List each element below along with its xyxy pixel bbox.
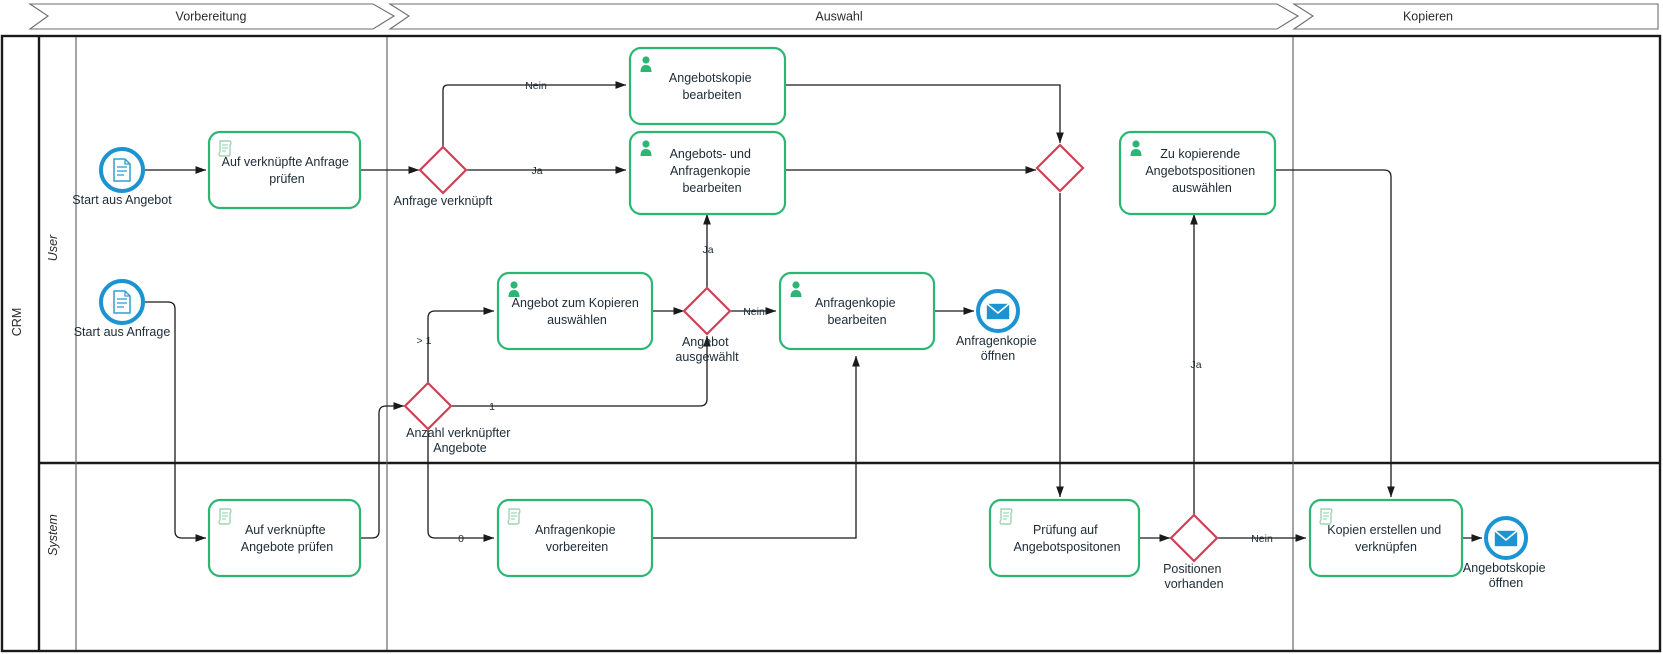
node-task-angebot-zum-kopieren-auswaehlen[interactable]: Angebot zum Kopieren auswählen bbox=[496, 271, 654, 351]
node-gateway-angebot-ausgewaehlt[interactable]: Angebot ausgewählt bbox=[675, 286, 739, 364]
task-label-kopien-erstellen-und-verknuepfen: Kopien erstellen und verknüpfen bbox=[1327, 523, 1444, 554]
node-end-event-angebotskopie-oeffnen[interactable]: Angebotskopie öffnen bbox=[1463, 516, 1549, 590]
node-task-auf-verknuepfte-anfrage-pruefen[interactable]: Auf verknüpfte Anfrage prüfen bbox=[207, 130, 362, 210]
node-task-kopien-erstellen-und-verknuepfen[interactable]: Kopien erstellen und verknüpfen bbox=[1308, 498, 1464, 578]
lane-label-system: System bbox=[46, 514, 60, 556]
node-start-aus-anfrage[interactable]: Start aus Anfrage bbox=[74, 279, 171, 339]
pool-crm: CRM User System bbox=[0, 34, 1662, 653]
phase-header-band: Vorbereitung Auswahl Kopieren bbox=[28, 3, 1659, 30]
node-gateway-merge[interactable] bbox=[1035, 143, 1085, 193]
user-icon bbox=[640, 56, 652, 72]
script-icon bbox=[999, 508, 1013, 525]
task-label-angebots-und-anfragenkopie-bearbeiten: Angebots- und Anfragenkopie bearbeiten bbox=[670, 147, 755, 195]
phase-label-kopieren: Kopieren bbox=[1403, 9, 1453, 23]
node-gateway-anzahl-verknuepfter-angebote[interactable]: Anzahl verknüpfter Angebote bbox=[403, 381, 514, 455]
document-icon bbox=[113, 290, 131, 314]
user-icon bbox=[790, 281, 802, 297]
phase-chevron-auswahl bbox=[388, 3, 1300, 30]
user-icon bbox=[508, 281, 520, 297]
node-task-anfragenkopie-vorbereiten[interactable]: Anfragenkopie vorbereiten bbox=[496, 498, 654, 578]
sequence-flows bbox=[145, 81, 1483, 542]
node-label-anfragenkopie-oeffnen: Anfragenkopie öffnen bbox=[956, 334, 1040, 363]
script-icon bbox=[1319, 508, 1333, 525]
task-label-auf-verknuepfte-angebote-pruefen: Auf verknüpfte Angebote prüfen bbox=[241, 523, 333, 554]
envelope-icon bbox=[985, 302, 1011, 321]
script-icon bbox=[507, 508, 521, 525]
flow-label-zero: 0 bbox=[458, 533, 464, 545]
flow-pruef-angebote-to-gw-anzahl bbox=[360, 402, 405, 539]
script-icon bbox=[218, 508, 232, 525]
node-task-pruefung-auf-angebotspositonen[interactable]: Prüfung auf Angebotspositonen bbox=[988, 498, 1141, 578]
node-label-start-aus-angebot: Start aus Angebot bbox=[72, 193, 172, 207]
task-label-angebot-zum-kopieren-auswaehlen: Angebot zum Kopieren auswählen bbox=[512, 296, 643, 327]
node-task-auf-verknuepfte-angebote-pruefen[interactable]: Auf verknüpfte Angebote prüfen bbox=[207, 498, 362, 578]
node-label-start-aus-anfrage: Start aus Anfrage bbox=[74, 325, 171, 339]
flow-gw-anzahl-one bbox=[452, 335, 711, 407]
node-task-angebotskopie-bearbeiten[interactable]: Angebotskopie bearbeiten bbox=[628, 46, 787, 126]
node-end-event-anfragenkopie-oeffnen[interactable]: Anfragenkopie öffnen bbox=[956, 289, 1040, 363]
flow-gw-anzahl-gt1 bbox=[427, 307, 495, 383]
task-label-auf-verknuepfte-anfrage-pruefen: Auf verknüpfte Anfrage prüfen bbox=[222, 155, 353, 186]
gateway-label-positionen-vorhanden: Positionen vorhanden bbox=[1163, 562, 1225, 591]
node-task-zu-kopierende-angebotspositionen-auswaehlen[interactable]: Zu kopierende Angebotspositionen auswähl… bbox=[1118, 130, 1277, 216]
task-label-anfragenkopie-vorbereiten: Anfragenkopie vorbereiten bbox=[535, 523, 619, 554]
flow-label-nein-angebot: Nein bbox=[743, 306, 765, 318]
node-gateway-positionen-vorhanden[interactable]: Positionen vorhanden bbox=[1163, 513, 1225, 591]
flow-label-gt1: > 1 bbox=[417, 335, 432, 347]
flow-label-one: 1 bbox=[489, 401, 495, 413]
phase-chevron-vorbereitung bbox=[28, 3, 396, 30]
flow-label-ja-angebot: Ja bbox=[702, 244, 713, 256]
user-icon bbox=[640, 140, 652, 156]
gateway-label-anzahl-verknuepfter-angebote: Anzahl verknüpfter Angebote bbox=[406, 426, 514, 455]
task-label-zu-kopierende-angebotspositionen-auswaehlen: Zu kopierende Angebotspositionen auswähl… bbox=[1145, 147, 1258, 195]
flow-labels: Nein Ja > 1 1 0 Ja Nein Ja Nein bbox=[417, 80, 1273, 545]
flow-gw-anzahl-zero bbox=[427, 429, 495, 542]
flow-label-ja-anfrage: Ja bbox=[531, 165, 542, 177]
flow-zu-kopierende-to-kopien bbox=[1274, 169, 1395, 498]
flow-angebotskopie-to-merge bbox=[785, 84, 1064, 144]
flow-gw-verknuepft-nein bbox=[442, 81, 627, 147]
node-label-angebotskopie-oeffnen: Angebotskopie öffnen bbox=[1463, 561, 1549, 590]
node-start-aus-angebot[interactable]: Start aus Angebot bbox=[72, 147, 172, 207]
phase-label-vorbereitung: Vorbereitung bbox=[176, 9, 247, 23]
node-gateway-anfrage-verknuepft[interactable]: Anfrage verknüpft bbox=[394, 145, 493, 208]
flow-label-nein-anfrage: Nein bbox=[525, 80, 547, 92]
task-label-angebotskopie-bearbeiten: Angebotskopie bearbeiten bbox=[669, 71, 755, 102]
gateway-label-angebot-ausgewaehlt: Angebot ausgewählt bbox=[675, 335, 739, 364]
flow-label-ja-positionen: Ja bbox=[1190, 359, 1201, 371]
task-label-anfragenkopie-bearbeiten: Anfragenkopie bearbeiten bbox=[815, 296, 899, 327]
node-task-anfragenkopie-bearbeiten[interactable]: Anfragenkopie bearbeiten bbox=[778, 271, 936, 351]
user-icon bbox=[1130, 140, 1142, 156]
gateway-label-anfrage-verknuepft: Anfrage verknüpft bbox=[394, 194, 493, 208]
pool-label-crm: CRM bbox=[10, 308, 24, 336]
node-task-angebots-und-anfragenkopie-bearbeiten[interactable]: Angebots- und Anfragenkopie bearbeiten bbox=[628, 130, 787, 216]
script-icon bbox=[218, 140, 232, 157]
task-label-pruefung-auf-angebotspositonen: Prüfung auf Angebotspositonen bbox=[1013, 523, 1120, 554]
envelope-icon bbox=[1493, 529, 1519, 548]
phase-label-auswahl: Auswahl bbox=[815, 9, 862, 23]
phase-chevron-kopieren bbox=[1292, 3, 1659, 30]
flow-start-anfrage-to-pruef-angebote bbox=[145, 301, 207, 542]
document-icon bbox=[113, 158, 131, 182]
flow-vorbereiten-to-bearbeiten bbox=[652, 355, 860, 539]
flow-label-nein-positionen: Nein bbox=[1251, 533, 1273, 545]
lane-label-user: User bbox=[46, 234, 60, 261]
